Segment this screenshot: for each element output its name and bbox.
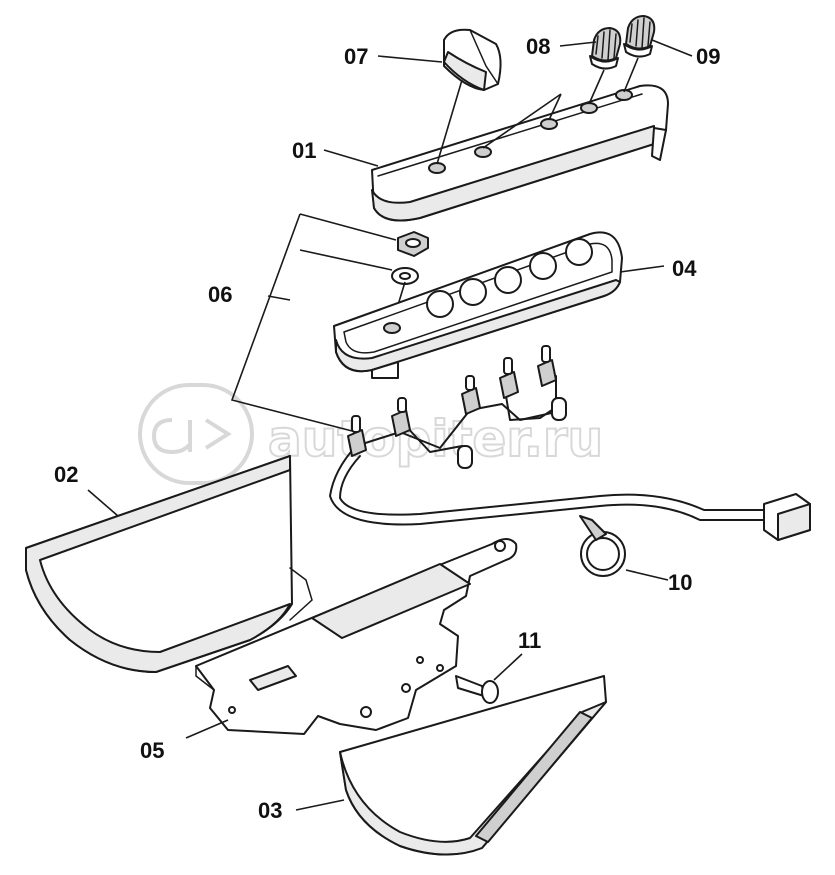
callout-07: 07 (344, 44, 368, 69)
part-02-side-panel-left (25, 455, 313, 673)
panel-sockets (383, 238, 593, 334)
leader-part-01 (323, 149, 379, 167)
callout-08: 08 (526, 34, 550, 59)
part-04-switch-panel (333, 231, 623, 379)
leader-knob-holes (482, 93, 562, 149)
leader-06-label (267, 295, 291, 301)
part-01-top-cover (371, 84, 669, 222)
watermark: autopiter.ru (138, 383, 604, 485)
part-11-screw (455, 653, 523, 704)
part-09-knob (623, 15, 656, 93)
leader-part-08 (559, 41, 597, 47)
part-07-rotary-knob (436, 28, 502, 165)
part-10-cable-clamp (579, 515, 669, 581)
callout-01: 01 (292, 138, 316, 163)
leader-part-07 (377, 55, 443, 63)
toggle-switches (347, 345, 567, 469)
part-06-nut (397, 231, 429, 257)
watermark-logo-ring (138, 383, 254, 485)
callout-06: 06 (208, 282, 232, 307)
part-10-wiring-harness (329, 345, 811, 541)
callout-10: 10 (668, 570, 692, 595)
callout-11: 11 (518, 628, 541, 653)
callout-09: 09 (696, 44, 720, 69)
watermark-logo-a (151, 418, 192, 455)
part-08-knob (588, 27, 622, 105)
leader-part-04 (619, 265, 665, 273)
part-03-side-panel-right (295, 675, 607, 856)
callout-02: 02 (54, 462, 78, 487)
watermark-text: autopiter.ru (268, 410, 603, 468)
leader-part-09 (651, 39, 693, 57)
callout-05: 05 (140, 738, 164, 763)
callout-03: 03 (258, 798, 282, 823)
leader-part-06 (230, 213, 397, 433)
part-05-mounting-bracket (185, 538, 518, 739)
harness-connector (763, 493, 811, 541)
watermark-logo-arrow (204, 418, 232, 450)
part-06-washer (391, 267, 419, 285)
callout-04: 04 (672, 256, 697, 281)
